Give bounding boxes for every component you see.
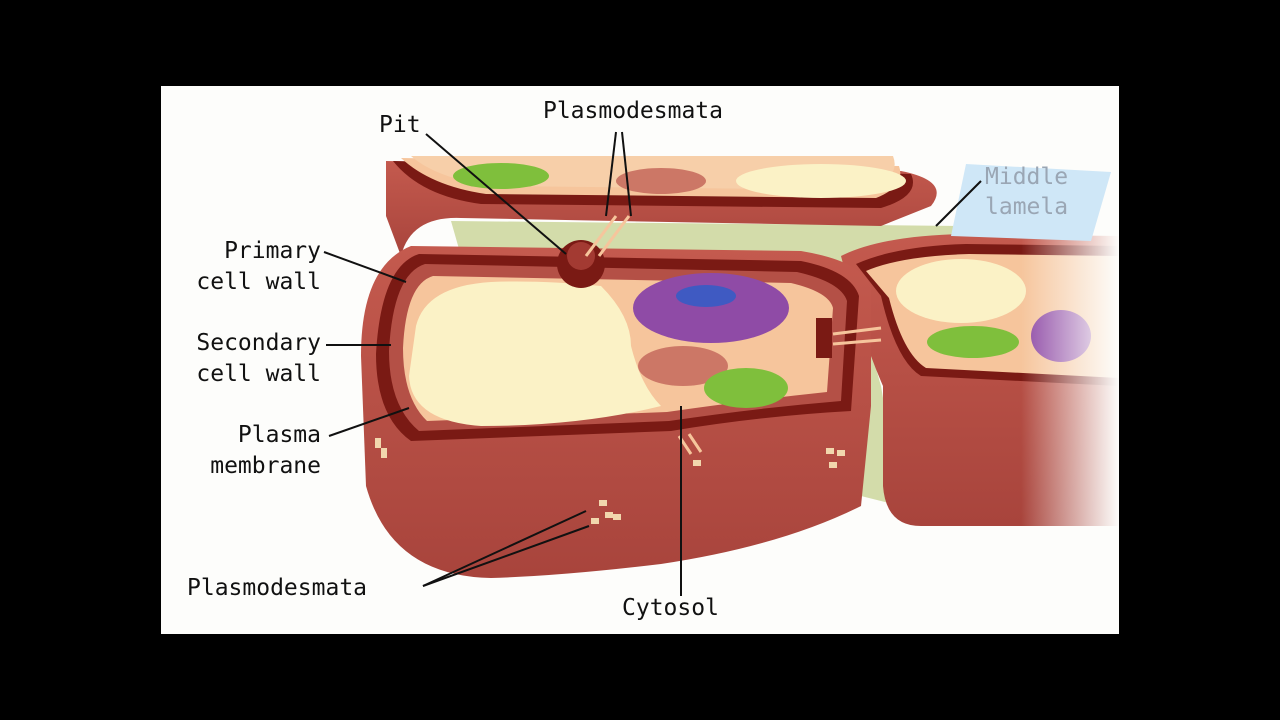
main-cell [361, 216, 881, 578]
label-primary-cell-wall-line1: Primary [161, 236, 321, 266]
label-secondary-cell-wall-line2: cell wall [161, 359, 321, 389]
label-cytosol: Cytosol [622, 593, 719, 623]
label-middle-lamela-line2: lamela [985, 192, 1068, 222]
chloroplast-right [927, 326, 1019, 358]
vacuole-right [896, 259, 1026, 323]
label-plasma-membrane-line2: membrane [161, 451, 321, 481]
label-secondary-cell-wall-line1: Secondary [161, 328, 321, 358]
label-plasmodesmata-top: Plasmodesmata [513, 96, 753, 126]
label-plasma-membrane-line1: Plasma [161, 420, 321, 450]
nucleus [633, 273, 789, 343]
pit-right [816, 318, 832, 358]
organelle-top [616, 168, 706, 194]
chloroplast-main [704, 368, 788, 408]
vacuole-top [736, 164, 906, 198]
nucleolus [676, 285, 736, 307]
label-middle-lamela-line1: Middle [985, 162, 1068, 192]
label-pit: Pit [379, 110, 421, 140]
label-plasmodesmata-bottom: Plasmodesmata [187, 573, 367, 603]
diagram-panel: Pit Plasmodesmata Primary cell wall Seco… [161, 86, 1119, 634]
label-primary-cell-wall-line2: cell wall [161, 267, 321, 297]
chloroplast-top-left [453, 163, 549, 189]
